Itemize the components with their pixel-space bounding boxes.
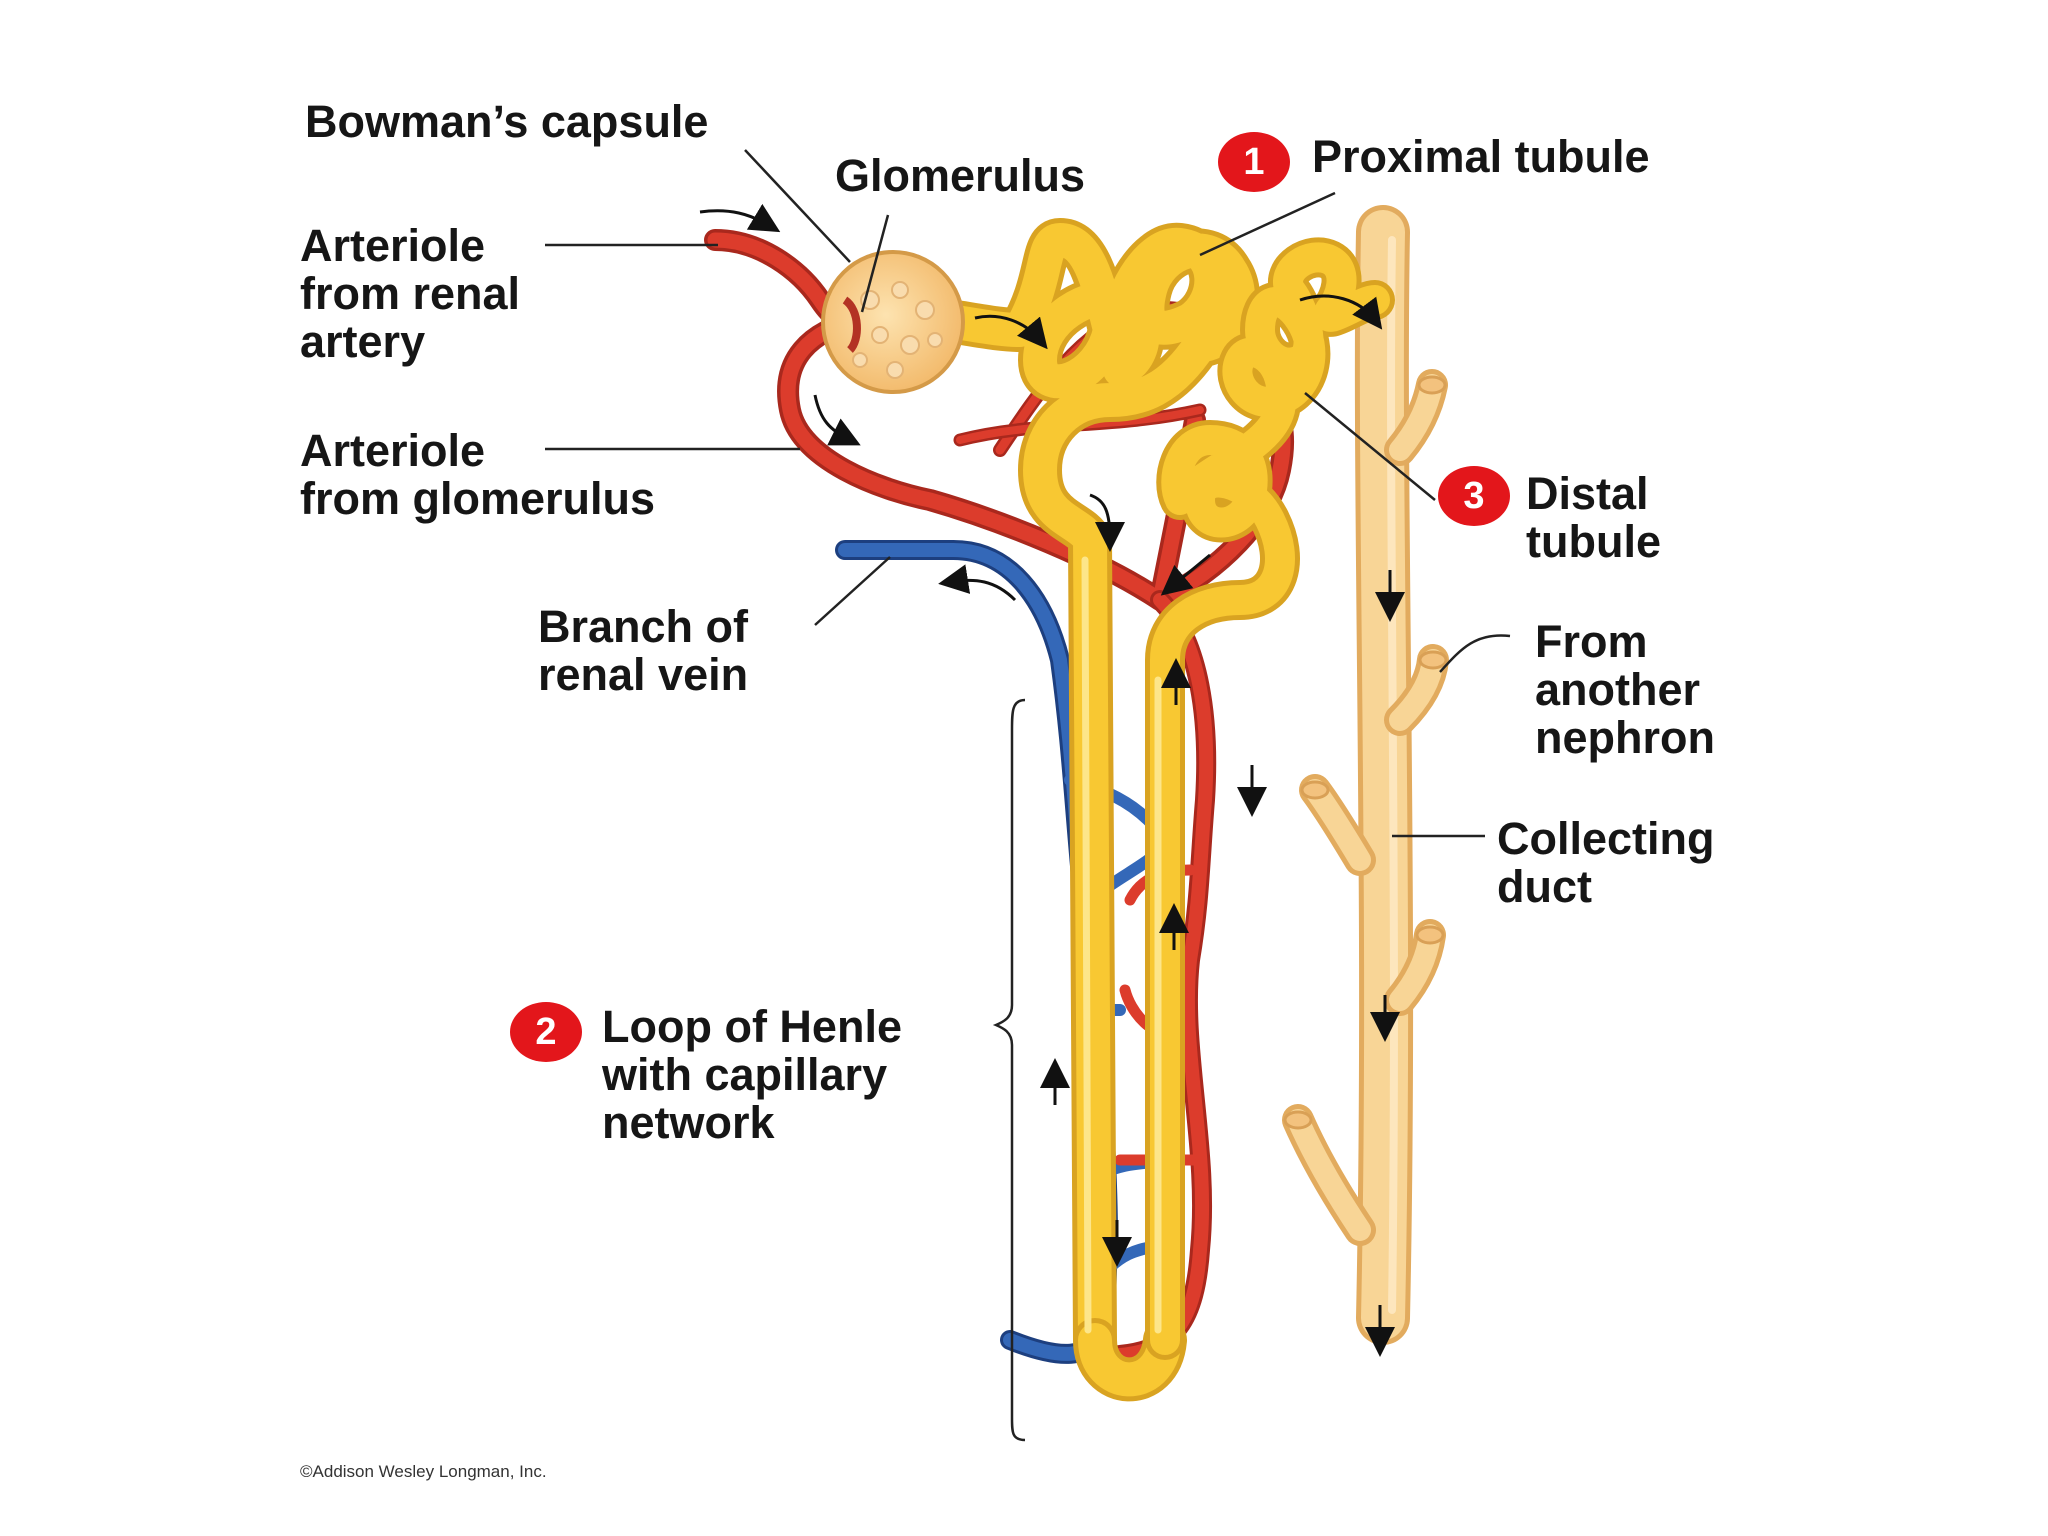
label-proximal-tubule: Proximal tubule bbox=[1312, 131, 1650, 182]
flow-arrows bbox=[699, 203, 1405, 1357]
arterioles bbox=[704, 229, 1295, 1365]
label-line: from glomerulus bbox=[300, 473, 656, 524]
label-line: Arteriole bbox=[300, 220, 486, 271]
label-line: Arteriole bbox=[300, 425, 486, 476]
label-line: tubule bbox=[1526, 516, 1661, 567]
label-arteriole-renal-artery: Arteriole from renal artery bbox=[300, 222, 520, 366]
badge-loop-of-henle: 2 bbox=[510, 1002, 582, 1062]
renal-vein bbox=[835, 539, 1176, 1364]
label-arteriole-glomerulus: Arteriole from glomerulus bbox=[300, 427, 655, 523]
label-line: Loop of Henle bbox=[602, 1001, 902, 1052]
copyright-notice: ©Addison Wesley Longman, Inc. bbox=[300, 1462, 547, 1481]
label-line: renal vein bbox=[538, 649, 749, 700]
badge-distal-tubule: 3 bbox=[1438, 466, 1510, 526]
label-line: nephron bbox=[1535, 712, 1715, 763]
label-line: Collecting bbox=[1497, 813, 1715, 864]
label-loop-of-henle: Loop of Henle with capillary network bbox=[602, 1003, 902, 1147]
label-branch-renal-vein: Branch of renal vein bbox=[538, 603, 748, 699]
leader-lines bbox=[545, 149, 1511, 838]
label-glomerulus: Glomerulus bbox=[835, 150, 1086, 201]
label-line: another bbox=[1535, 664, 1701, 715]
label-line: network bbox=[602, 1097, 775, 1148]
label-line: Distal bbox=[1526, 468, 1649, 519]
badge-proximal-tubule: 1 bbox=[1218, 132, 1290, 192]
label-line: duct bbox=[1497, 861, 1592, 912]
label-line: from renal bbox=[300, 268, 521, 319]
label-from-another-nephron: From another nephron bbox=[1535, 618, 1715, 762]
renal-tubule bbox=[873, 218, 1395, 1402]
label-collecting-duct: Collecting duct bbox=[1497, 815, 1715, 911]
label-line: From bbox=[1535, 616, 1648, 667]
label-line: with capillary bbox=[602, 1049, 888, 1100]
loop-bracket bbox=[992, 698, 1026, 1442]
label-distal-tubule: Distal tubule bbox=[1526, 470, 1661, 566]
collecting-duct bbox=[1282, 205, 1449, 1345]
label-bowmans-capsule: Bowman’s capsule bbox=[305, 96, 709, 147]
bowmans-capsule-shape bbox=[821, 250, 965, 394]
label-line: artery bbox=[300, 316, 426, 367]
label-line: Branch of bbox=[538, 601, 749, 652]
